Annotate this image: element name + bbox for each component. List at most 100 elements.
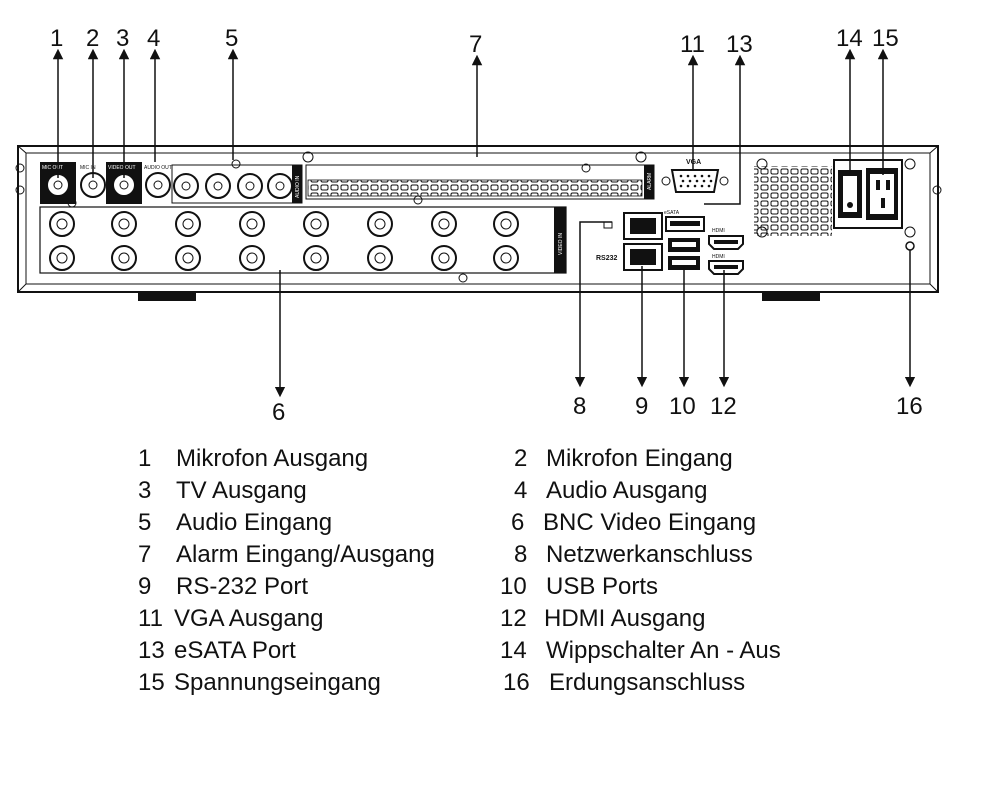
legend-number: 14 (500, 637, 527, 664)
audio-in-2-connector (237, 173, 263, 199)
legend-item-11: 11 VGA Ausgang (138, 603, 323, 635)
callout-11: 11 (680, 31, 705, 58)
vga-pin (707, 174, 711, 178)
screw (458, 273, 468, 283)
vga-pin (686, 184, 690, 188)
bnc-connector (111, 245, 137, 271)
bnc-connector-pin (118, 218, 130, 230)
bnc-connector (367, 245, 393, 271)
screw (932, 185, 942, 195)
bnc-connector (239, 245, 265, 271)
bnc-connector-pin (246, 218, 258, 230)
bnc-video-in-group: VIDEO IN (39, 206, 567, 274)
legend-number: 3 (138, 477, 152, 504)
legend-item-10: 10 USB Ports (500, 571, 658, 603)
hdmi-label-1: HDMI (712, 228, 725, 234)
audio-in-4-connector (173, 173, 199, 199)
legend-text: RS-232 Port (176, 573, 309, 600)
hdmi-label-2: HDMI (712, 254, 725, 260)
callout-9: 9 (635, 393, 648, 420)
audio-in-3-connector (205, 173, 231, 199)
vga-pin (681, 179, 685, 183)
legend-number: 15 (138, 669, 165, 696)
legend-text: VGA Ausgang (174, 605, 324, 632)
vga-pin (693, 174, 697, 178)
callout-14: 14 (836, 25, 863, 52)
legend-number: 4 (514, 477, 528, 504)
bnc-connector (493, 245, 519, 271)
legend-item-5: 5 Audio Eingang (138, 507, 332, 539)
legend-item-7: 7 Alarm Eingang/Ausgang (138, 539, 435, 571)
legend-number: 5 (138, 509, 152, 536)
rs232-label: RS232 (596, 255, 618, 262)
callout-lines (52, 48, 916, 398)
audio-out-connector (145, 172, 171, 198)
vga-pin (700, 174, 704, 178)
screw (635, 151, 647, 163)
alarm-label: ALARM (647, 173, 653, 190)
callout-12: 12 (710, 393, 737, 420)
legend-text: Netzwerkanschluss (546, 541, 753, 568)
legend-item-14: 14 Wippschalter An - Aus (500, 635, 781, 667)
legend-text: Audio Eingang (176, 509, 333, 536)
screw (231, 159, 241, 169)
bnc-connector-pin (310, 218, 322, 230)
legend-text: USB Ports (546, 573, 659, 600)
bnc-connector (303, 245, 329, 271)
vga-pin (679, 174, 683, 178)
bnc-connector-pin (56, 252, 68, 264)
legend-text: Mikrofon Eingang (546, 445, 733, 472)
callout-7: 7 (469, 31, 482, 58)
screw (302, 151, 314, 163)
legend-text: Spannungseingang (174, 669, 381, 696)
audio-in-group: AUDIO IN (171, 164, 303, 204)
legend-item-15: 15 Spannungseingang (138, 667, 381, 699)
legend-number: 2 (514, 445, 528, 472)
bnc-connector-pin (374, 218, 386, 230)
bnc-connector-pin (438, 218, 450, 230)
legend-number: 7 (138, 541, 152, 568)
legend-text: TV Ausgang (176, 477, 307, 504)
callout-numbers: 1 2 3 4 5 6 7 8 9 10 11 12 13 14 15 16 (50, 25, 923, 426)
video-in-label: VIDEO IN (558, 233, 564, 255)
audio-in-1-connector (267, 173, 293, 199)
legend-number: 1 (138, 445, 152, 472)
bnc-connector-pin (500, 252, 512, 264)
legend-number: 16 (503, 669, 530, 696)
bnc-connector-pin (182, 252, 194, 264)
legend-number: 10 (500, 573, 527, 600)
vga-pin (702, 179, 706, 183)
vga-port (670, 169, 720, 193)
legend-text: Alarm Eingang/Ausgang (176, 541, 435, 568)
video-out-label: VIDEO OUT (108, 165, 136, 171)
power-section (754, 158, 916, 251)
screw (15, 163, 25, 173)
bnc-connector (175, 245, 201, 271)
esata-usb-group: eSATA (664, 210, 705, 270)
vga-pin (709, 179, 713, 183)
mic-in-label: MIC IN (80, 165, 96, 171)
bnc-connector (303, 211, 329, 237)
bnc-connector-pin (246, 252, 258, 264)
screw (581, 163, 591, 173)
bnc-connector (431, 245, 457, 271)
callout-16: 16 (896, 393, 923, 420)
legend-text: Erdungsanschluss (549, 669, 746, 696)
callout-15: 15 (872, 25, 899, 52)
legend-number: 11 (138, 605, 163, 632)
bnc-connector-pin (500, 218, 512, 230)
bnc-connector-pin (56, 218, 68, 230)
legend-item-16: 16 Erdungsanschluss (503, 667, 745, 699)
bnc-connector-pin (438, 252, 450, 264)
bnc-connector (431, 211, 457, 237)
bnc-connector (111, 211, 137, 237)
legend-text: Wippschalter An - Aus (546, 637, 781, 664)
